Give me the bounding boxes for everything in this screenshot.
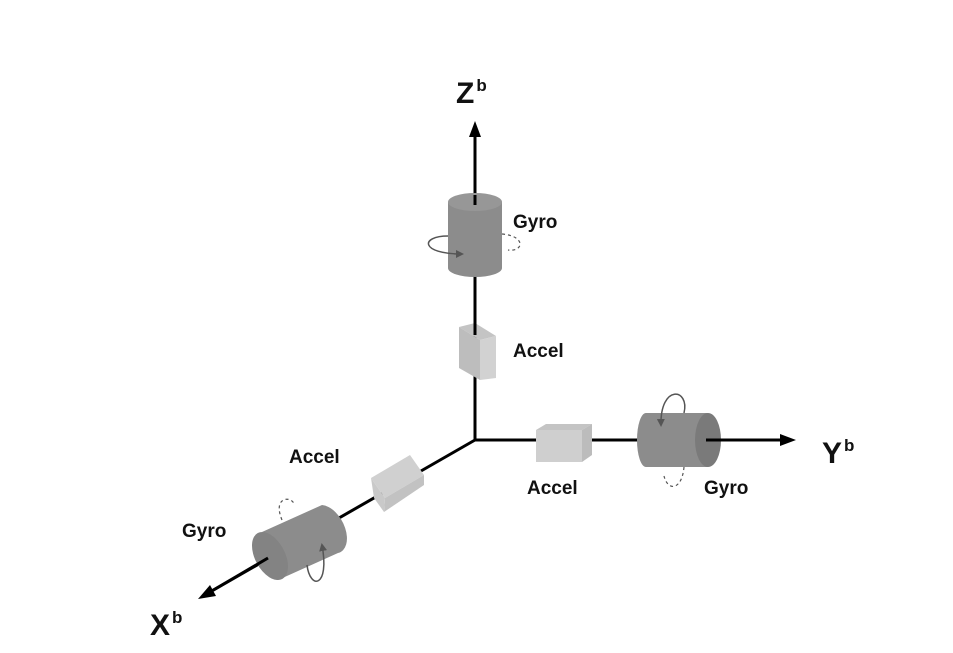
z-accel <box>459 318 496 380</box>
z-gyro-label: Gyro <box>513 212 557 233</box>
x-gyro <box>209 498 347 594</box>
y-axis-arrowhead-icon <box>780 434 796 446</box>
z-accel-label: Accel <box>513 341 564 362</box>
y-accel <box>536 424 592 462</box>
x-axis-arrowhead-icon <box>198 585 216 599</box>
y-gyro-rotation-dashed-icon <box>663 466 685 487</box>
z-axis-arrowhead-icon <box>469 121 481 137</box>
y-gyro-label: Gyro <box>704 478 748 499</box>
x-gyro-cap <box>251 531 289 581</box>
x-gyro-rotation-dashed-icon <box>278 498 295 521</box>
z-gyro-rotation-arrow-icon <box>427 235 464 258</box>
x-gyro-rotation-arrow-icon <box>306 543 328 582</box>
y-accel-label: Accel <box>527 478 578 499</box>
z-gyro-body <box>448 202 502 277</box>
x-accel-label: Accel <box>289 447 340 468</box>
y-gyro <box>637 393 782 487</box>
x-gyro-label: Gyro <box>182 521 226 542</box>
z-gyro <box>427 193 521 277</box>
z-gyro-rotation-dashed-icon <box>501 233 521 251</box>
y-gyro-body <box>637 413 708 467</box>
x-accel <box>371 455 424 512</box>
y-gyro-rotation-arrow-icon <box>656 393 686 427</box>
